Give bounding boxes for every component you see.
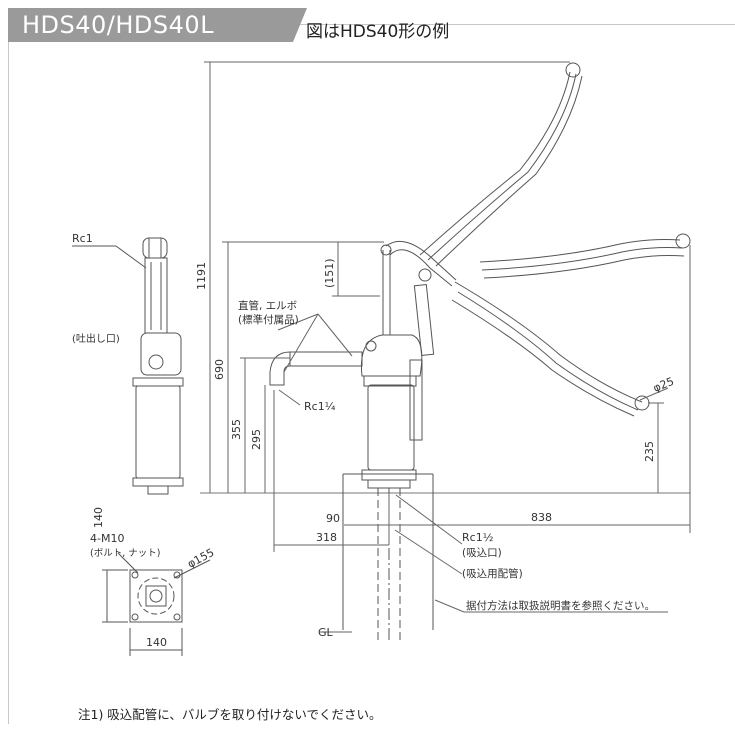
phi155-circle [137, 577, 175, 615]
base-plate [129, 569, 183, 623]
pump-head [360, 334, 423, 377]
side-view [72, 237, 184, 495]
outlet-pipe [289, 351, 363, 367]
rc1-label: Rc1 [72, 232, 93, 245]
page-frame-left [8, 24, 9, 724]
side-view-cylinder [135, 385, 181, 479]
pipe-elbow-label: 直管, エルボ [238, 299, 297, 312]
suction-pipe-label: (吸込用配管) [462, 567, 523, 580]
dim-1191: 1191 [195, 262, 208, 290]
install-note-label: 据付方法は取扱説明書を参照ください。 [466, 599, 655, 612]
footnote: 注1) 吸込配管に、バルブを取り付けないでください。 [78, 707, 382, 722]
outlet-label: (吐出し口) [72, 332, 120, 345]
dim-838: 838 [531, 511, 552, 524]
dim-318: 318 [316, 531, 337, 544]
side-view-handle-top [142, 237, 168, 259]
handle-grip-lower [634, 395, 650, 411]
model-title: HDS40/HDS40L [8, 8, 307, 42]
bolt-sub-label: (ボルト, ナット) [90, 548, 160, 559]
dimension-lines [204, 61, 691, 633]
standard-accessory-label: (標準付属品) [238, 313, 299, 326]
gl-label: GL [318, 626, 334, 639]
rc1-half-label: Rc1½ [462, 531, 493, 544]
page-frame-top [8, 24, 735, 25]
dim-235: 235 [643, 441, 656, 462]
dim-690: 690 [213, 359, 226, 380]
pump-cylinder [367, 384, 415, 471]
bolt-spec-label: 4-M10 [90, 532, 124, 545]
figure-caption: 図はHDS40形の例 [306, 22, 450, 42]
dim-355: 355 [230, 419, 243, 440]
rc1-quarter-label: Rc1¼ [304, 400, 336, 413]
main-view [200, 62, 691, 640]
phi155-label: φ155 [185, 546, 216, 571]
base-plan-view [102, 552, 211, 656]
dim-295: 295 [250, 429, 263, 450]
dim-90: 90 [326, 512, 340, 525]
handle-grip-upper [565, 62, 581, 78]
dim-140-vertical: 140 [92, 507, 105, 528]
handle-grip-horizontal [675, 233, 691, 249]
dim-151: (151) [323, 258, 336, 288]
suction-port-label: (吸込口) [462, 547, 502, 559]
dim-140-horizontal: 140 [146, 636, 167, 649]
phi25-label: φ25 [651, 375, 676, 395]
side-view-outlet [148, 354, 164, 370]
